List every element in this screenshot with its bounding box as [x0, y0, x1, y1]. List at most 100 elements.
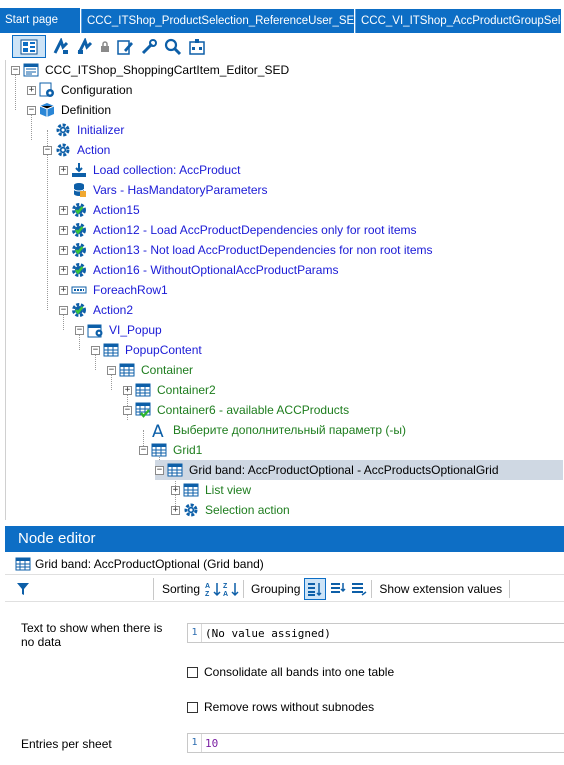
gear-check-icon [71, 242, 87, 258]
collapse-node-icon[interactable]: − [11, 64, 20, 75]
tree-node[interactable]: +ForeachRow1 [59, 280, 170, 300]
tree-node[interactable]: −CCC_ITShop_ShoppingCartItem_Editor_SED [11, 60, 291, 80]
svg-text:Z: Z [205, 591, 210, 597]
tree-node[interactable]: −VI_Popup [75, 320, 164, 340]
tab-product-selection-sed[interactable]: CCC_ITShop_ProductSelection_ReferenceUse… [81, 9, 354, 33]
tree-node[interactable]: − Container [107, 360, 195, 380]
expand-node-icon[interactable]: + [27, 84, 36, 95]
collapse-node-icon[interactable]: − [59, 304, 68, 315]
collapse-node-icon[interactable]: − [123, 404, 132, 415]
lock-icon [101, 40, 109, 52]
expand-node-icon[interactable]: + [123, 384, 132, 395]
filter-icon [17, 582, 29, 595]
tab-start-page[interactable]: Start page [0, 8, 80, 33]
expand-node-icon[interactable]: + [59, 204, 68, 215]
gear-check-icon [71, 302, 87, 318]
expand-node-icon[interactable]: + [59, 284, 68, 295]
definition-tree: −CCC_ITShop_ShoppingCartItem_Editor_SED+… [5, 60, 564, 520]
node-tools-button[interactable] [140, 38, 158, 56]
search-button[interactable] [164, 38, 182, 56]
tree-node[interactable]: −Action2 [59, 300, 135, 320]
collapse-node-icon[interactable]: − [139, 444, 148, 455]
expand-node-icon[interactable]: + [59, 224, 68, 235]
tree-node-label: Выберите дополнительный параметр (-ы) [173, 423, 407, 437]
svg-text:A: A [152, 422, 164, 438]
expand-node-icon[interactable]: + [171, 504, 180, 515]
collapse-node-icon[interactable]: − [155, 464, 164, 475]
expand-node-icon[interactable]: + [171, 484, 180, 495]
tree-node[interactable]: Vars - HasMandatoryParameters [59, 180, 270, 200]
line-number: 1 [188, 624, 202, 642]
tree-node[interactable]: +Load collection: AccProduct [59, 160, 242, 180]
group-flat-icon [352, 582, 367, 596]
filter-button[interactable] [14, 580, 32, 598]
tree-connector-line [31, 110, 32, 140]
tree-node[interactable]: Initializer [43, 120, 126, 140]
text-a-icon: A [151, 422, 167, 438]
grid-container-icon [135, 382, 151, 398]
expand-all-button[interactable] [76, 37, 94, 56]
tree-node[interactable]: −Grid band: AccProductOptional - AccProd… [155, 460, 563, 480]
group-by-category-button[interactable] [304, 577, 327, 600]
tree-node[interactable]: +Selection action [171, 500, 292, 520]
collapse-node-icon[interactable]: − [27, 104, 36, 115]
tree-node[interactable]: +Configuration [27, 80, 134, 100]
lock-button[interactable] [100, 38, 110, 56]
show-extension-values-button[interactable]: Show extension values [379, 581, 503, 596]
remove-rows-option[interactable]: Remove rows without subnodes [187, 700, 374, 714]
tree-node[interactable]: +Action13 - Not load AccProductDependenc… [59, 240, 435, 260]
gear-icon [55, 122, 71, 138]
tab-acc-product-group-selector[interactable]: CCC_VI_ITShop_AccProductGroupSelecto [355, 9, 561, 33]
tree-view-toggle-button[interactable] [12, 35, 46, 58]
svg-text:A: A [205, 583, 210, 590]
group-flat-button[interactable] [350, 580, 368, 598]
tree-node[interactable]: −Definition [27, 100, 113, 120]
tree-node[interactable]: +List view [171, 480, 253, 500]
tree-node[interactable]: −Action [43, 140, 112, 160]
consolidate-bands-option[interactable]: Consolidate all bands into one table [187, 665, 394, 679]
tree-node[interactable]: + Action16 - WithoutOptionalAccProductPar… [59, 260, 340, 280]
collapse-node-icon[interactable]: − [75, 324, 84, 335]
consolidate-bands-label: Consolidate all bands into one table [204, 665, 395, 679]
group-by-type-button[interactable] [329, 580, 347, 598]
grid-container-icon [183, 482, 199, 498]
tree-node-label: Container2 [157, 383, 216, 397]
tree-node[interactable]: − PopupContent [91, 340, 204, 360]
grid-container-icon [103, 342, 119, 358]
edit-button[interactable] [116, 38, 134, 56]
configuration-icon [39, 82, 55, 98]
expand-node-icon[interactable]: + [59, 264, 68, 275]
tree-node-label: Container6 - available ACCProducts [157, 403, 350, 417]
consolidate-bands-checkbox[interactable] [187, 666, 198, 678]
remove-rows-checkbox[interactable] [187, 701, 198, 713]
tree-node[interactable]: − Container6 - available ACCProducts [123, 400, 351, 420]
load-collection-icon [71, 162, 87, 178]
document-tab-bar: Start page CCC_ITShop_ProductSelection_R… [0, 0, 564, 33]
tree-node-label: Action16 - WithoutOptionalAccProductPara… [93, 263, 339, 277]
expand-node-icon[interactable]: + [59, 164, 68, 175]
tree-node-label: PopupContent [125, 343, 202, 357]
collapse-all-button[interactable] [52, 37, 70, 56]
no-data-text-field[interactable]: 1 (No value assigned) [187, 623, 564, 643]
tree-node-label: Container [141, 363, 194, 377]
tree-node[interactable]: +Action15 [59, 200, 142, 220]
tree-node[interactable]: A Выберите дополнительный параметр (-ы) [139, 420, 408, 440]
grid-band-icon [15, 556, 31, 572]
line-number: 1 [188, 734, 202, 752]
filter-input[interactable] [36, 577, 154, 600]
tree-node-label: Initializer [77, 123, 125, 137]
entries-per-sheet-field[interactable]: 1 10 [187, 733, 564, 753]
collapse-node-icon[interactable]: − [107, 364, 116, 375]
tree-connector-line [63, 310, 64, 330]
collapse-node-icon[interactable]: − [91, 344, 100, 355]
tree-node[interactable]: +Action12 - Load AccProductDependencies … [59, 220, 419, 240]
hierarchy-button[interactable] [188, 38, 206, 56]
tree-node[interactable]: + Container2 [123, 380, 218, 400]
expand-node-icon[interactable]: + [59, 244, 68, 255]
tree-node[interactable]: −Grid1 [139, 440, 204, 460]
group-list-icon [331, 582, 346, 593]
collapse-node-icon[interactable]: − [43, 144, 52, 155]
tree-leaf-spacer [59, 186, 68, 195]
